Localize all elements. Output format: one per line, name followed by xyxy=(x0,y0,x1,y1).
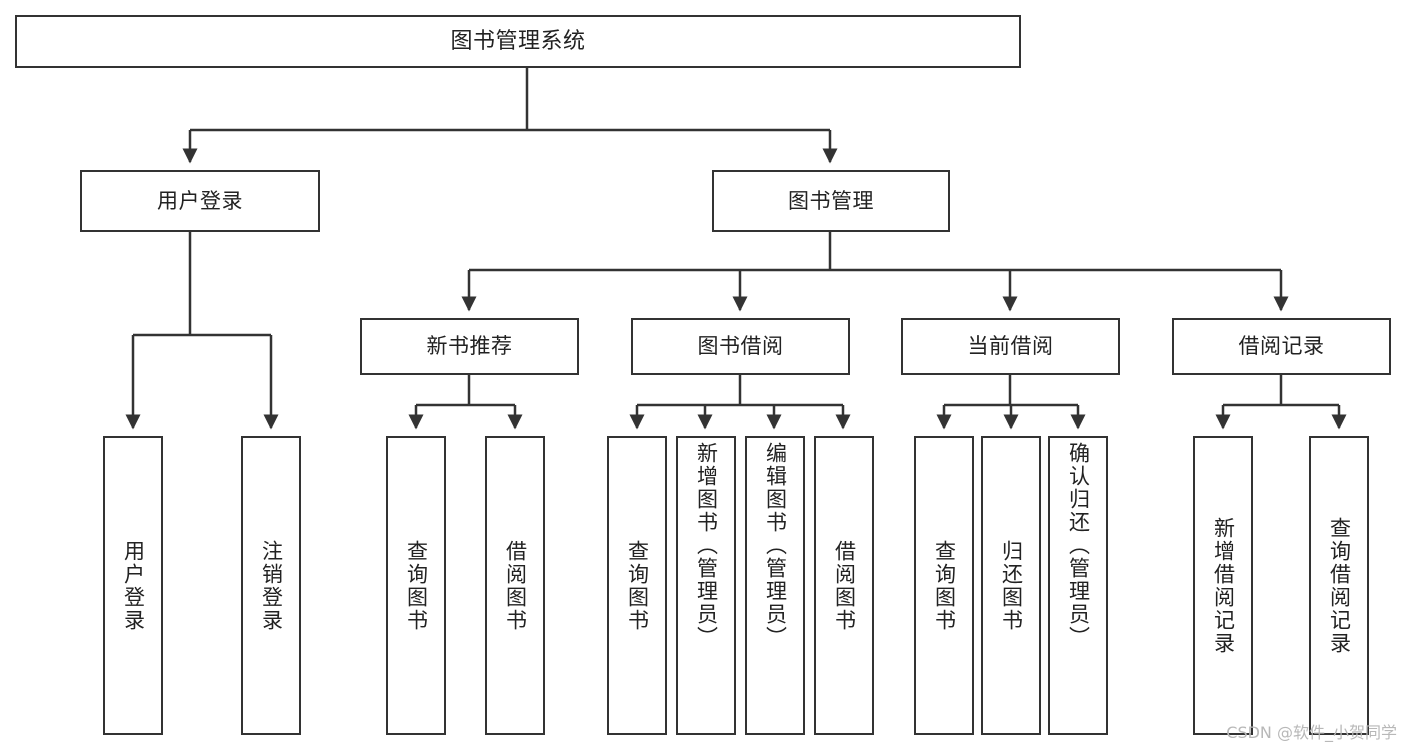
node-leaf-borrow-book[interactable]: 借阅图书 xyxy=(814,436,874,735)
node-leaf-query-borrow-record[interactable]: 查询借阅记录 xyxy=(1309,436,1369,735)
node-label: 注销登录 xyxy=(259,539,284,632)
node-label: 图书借阅 xyxy=(697,334,784,359)
node-label: 新增借阅记录 xyxy=(1211,516,1236,655)
node-leaf-user-login[interactable]: 用户登录 xyxy=(103,436,163,735)
node-label: 查询图书 xyxy=(625,539,650,632)
node-label: 用户登录 xyxy=(121,539,146,632)
node-label: 图书管理 xyxy=(788,188,874,213)
node-leaf-query-book-current[interactable]: 查询图书 xyxy=(914,436,974,735)
node-label: 借阅记录 xyxy=(1238,334,1325,359)
node-leaf-edit-book-admin[interactable]: 编辑图书（管理员） xyxy=(745,436,805,735)
node-leaf-query-book-newbook[interactable]: 查询图书 xyxy=(386,436,446,735)
node-leaf-logout[interactable]: 注销登录 xyxy=(241,436,301,735)
node-label: 编辑图书（管理员） xyxy=(763,442,788,649)
node-leaf-add-book-admin[interactable]: 新增图书（管理员） xyxy=(676,436,736,735)
node-leaf-return-book[interactable]: 归还图书 xyxy=(981,436,1041,735)
node-leaf-query-book-borrow[interactable]: 查询图书 xyxy=(607,436,667,735)
node-label: 借阅图书 xyxy=(503,539,528,632)
node-label: 新增图书（管理员） xyxy=(694,442,719,649)
csdn-watermark: CSDN @软件_小贺同学 xyxy=(1226,723,1397,742)
node-label: 用户登录 xyxy=(157,188,243,213)
node-label: 图书管理系统 xyxy=(450,28,586,54)
node-leaf-add-borrow-record[interactable]: 新增借阅记录 xyxy=(1193,436,1253,735)
node-current-borrow[interactable]: 当前借阅 xyxy=(901,318,1120,375)
node-new-book-recommend[interactable]: 新书推荐 xyxy=(360,318,579,375)
node-label: 当前借阅 xyxy=(967,334,1054,359)
node-label: 确认归还（管理员） xyxy=(1066,442,1091,649)
node-borrow-record[interactable]: 借阅记录 xyxy=(1172,318,1391,375)
node-root-system[interactable]: 图书管理系统 xyxy=(15,15,1021,68)
node-label: 归还图书 xyxy=(999,539,1024,632)
node-label: 查询借阅记录 xyxy=(1327,516,1352,655)
node-book-borrow[interactable]: 图书借阅 xyxy=(631,318,850,375)
node-leaf-confirm-return-admin[interactable]: 确认归还（管理员） xyxy=(1048,436,1108,735)
node-label: 查询图书 xyxy=(404,539,429,632)
node-user-login[interactable]: 用户登录 xyxy=(80,170,320,232)
node-label: 查询图书 xyxy=(932,539,957,632)
node-book-management[interactable]: 图书管理 xyxy=(712,170,950,232)
node-leaf-borrow-book-newbook[interactable]: 借阅图书 xyxy=(485,436,545,735)
node-label: 借阅图书 xyxy=(832,539,857,632)
node-label: 新书推荐 xyxy=(426,334,513,359)
